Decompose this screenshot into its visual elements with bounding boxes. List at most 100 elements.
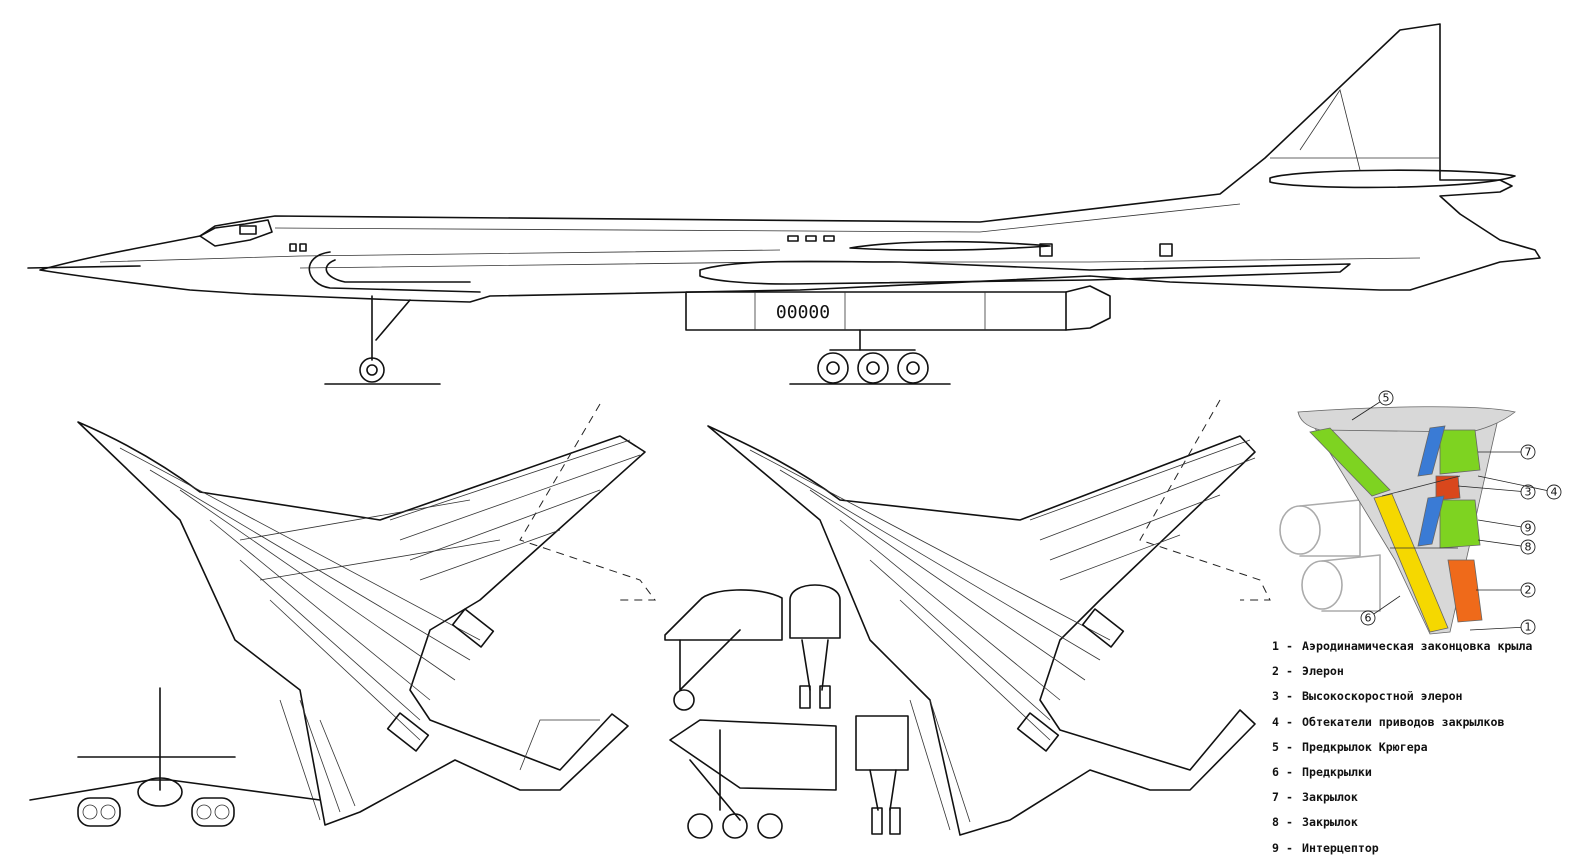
callout-7: 7 xyxy=(1478,444,1536,460)
side-main-landing-gear xyxy=(817,329,929,384)
wing-glove-fairing xyxy=(699,260,1351,285)
left-engine-exhaust-2 xyxy=(386,712,430,752)
callout-9: 9 xyxy=(1477,519,1536,536)
front-view-nacelle-left xyxy=(77,797,121,827)
left-planform-outline xyxy=(77,421,646,826)
planform-view-left xyxy=(77,403,656,826)
callout-circle xyxy=(1546,484,1562,500)
high-speed-aileron-3 xyxy=(1435,475,1461,501)
nacelle-exhaust xyxy=(1065,285,1111,331)
spoiler-9b xyxy=(1417,495,1445,547)
legend-number: 6 xyxy=(1272,764,1279,779)
callout-leader xyxy=(1469,626,1529,631)
nose-gear-front-bay xyxy=(789,584,841,639)
callout-3: 3 xyxy=(1457,484,1536,500)
callout-number: 7 xyxy=(1525,446,1532,459)
cockpit-canopy xyxy=(199,219,273,247)
callout-circle xyxy=(1360,610,1376,626)
flap-7 xyxy=(1439,429,1481,475)
legend-label: Закрылок xyxy=(1302,815,1358,830)
legend-label: Высокоскоростной элерон xyxy=(1302,689,1463,704)
callout-1: 1 xyxy=(1469,619,1536,635)
wing-controls-diagram xyxy=(1279,406,1516,635)
callout-number: 3 xyxy=(1525,486,1532,499)
legend-number: 3 xyxy=(1272,689,1279,704)
main-gear-bay xyxy=(669,719,837,791)
callout-4: 4 xyxy=(1477,475,1562,500)
callout-leader xyxy=(1477,539,1529,548)
front-view-fuselage xyxy=(137,777,183,807)
callout-circle xyxy=(1520,539,1536,555)
right-engine-exhaust-1 xyxy=(1081,608,1125,648)
legend-number: 5 xyxy=(1272,739,1279,754)
legend-label: Закрылок xyxy=(1302,790,1358,805)
krueger-slat-5 xyxy=(1309,427,1391,497)
legend-dash: - xyxy=(1286,664,1293,679)
engine-intake-swoosh xyxy=(308,251,481,293)
callout-number: 9 xyxy=(1525,522,1532,535)
wing-tip-fairing xyxy=(1297,406,1516,433)
gear-details xyxy=(664,584,909,839)
right-engine-exhaust-2 xyxy=(1016,712,1060,752)
callout-number: 5 xyxy=(1383,392,1390,405)
legend-number: 8 xyxy=(1272,815,1279,830)
flap-8 xyxy=(1439,499,1481,549)
legend-item: 1-Аэродинамическая законцовка крыла xyxy=(1272,634,1582,659)
callout-circle xyxy=(1378,390,1394,406)
callout-circle xyxy=(1520,582,1536,598)
nacelle-bay-marking: 00000 xyxy=(776,302,830,323)
engine-nacelle xyxy=(685,291,1067,331)
legend-dash: - xyxy=(1286,840,1293,855)
nose-probe-line xyxy=(27,265,141,269)
legend-number: 1 xyxy=(1272,639,1279,653)
legend-number: 7 xyxy=(1272,790,1279,805)
legend-dash: - xyxy=(1286,739,1293,754)
legend-dash: - xyxy=(1286,639,1293,653)
callout-number: 8 xyxy=(1525,541,1532,554)
callout-number: 1 xyxy=(1525,621,1532,634)
fuselage-outline xyxy=(39,23,1541,303)
side-nose-landing-gear xyxy=(359,295,411,383)
callout-6: 6 xyxy=(1360,595,1401,626)
cockpit-window xyxy=(239,225,257,235)
right-wing-swept-dashed xyxy=(1139,399,1271,601)
legend-label: Предкрылки xyxy=(1302,764,1372,779)
legend-item: 6-Предкрылки xyxy=(1272,760,1582,785)
legend-label: Аэродинамическая законцовка крыла xyxy=(1302,639,1533,653)
callout-5: 5 xyxy=(1351,390,1394,421)
legend-dash: - xyxy=(1286,790,1293,805)
nose-gear-wheel xyxy=(673,689,695,711)
legend-item: 2-Элерон xyxy=(1272,659,1582,684)
main-gear-front-bay xyxy=(855,715,909,771)
callout-circle xyxy=(1520,444,1536,460)
left-wing-swept-dashed xyxy=(519,403,656,601)
legend-item: 4-Обтекатели приводов закрылков xyxy=(1272,710,1582,735)
legend-label: Интерцептор xyxy=(1302,840,1379,855)
front-view-wing xyxy=(29,779,321,801)
legend-dash: - xyxy=(1286,764,1293,779)
right-planform-outline xyxy=(707,425,1256,836)
legend-dash: - xyxy=(1286,714,1293,729)
nose-gear-bay xyxy=(664,589,783,641)
legend-number: 9 xyxy=(1272,840,1279,855)
faint-engine-nacelles xyxy=(1279,499,1381,612)
side-view-aircraft: 00000 xyxy=(27,23,1541,385)
callout-leader xyxy=(1477,475,1555,493)
legend-label: Элерон xyxy=(1302,664,1344,679)
legend-item: 7-Закрылок xyxy=(1272,785,1582,810)
front-view xyxy=(29,687,321,827)
legend-item: 9-Интерцептор xyxy=(1272,836,1582,861)
legend: 1-Аэродинамическая законцовка крыла 2-Эл… xyxy=(1272,634,1582,861)
horizontal-stabilizer xyxy=(1269,169,1516,189)
callout-leader xyxy=(1477,519,1529,529)
legend-dash: - xyxy=(1286,815,1293,830)
callout-number: 6 xyxy=(1365,612,1372,625)
planform-view-right xyxy=(707,399,1271,836)
callout-circle xyxy=(1520,619,1536,635)
spoiler-9a xyxy=(1417,425,1446,477)
legend-label: Предкрылок Крюгера xyxy=(1302,739,1428,754)
callout-number: 4 xyxy=(1551,486,1558,499)
